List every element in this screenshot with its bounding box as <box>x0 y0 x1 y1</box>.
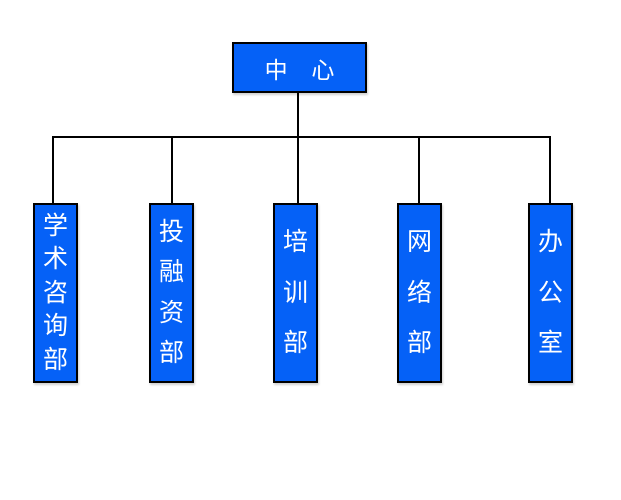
connector-drop-network <box>418 136 420 203</box>
org-node-network: 网络部 <box>397 203 442 383</box>
connector-drop-training <box>297 136 299 203</box>
connector-drop-investment-financing <box>171 136 173 203</box>
org-node-training: 培训部 <box>273 203 318 383</box>
org-node-office: 办公室 <box>528 203 573 383</box>
org-node-center: 中 心 <box>232 42 367 93</box>
connector-stem <box>297 93 299 136</box>
org-node-academic-consulting: 学术咨询部 <box>33 203 78 383</box>
org-node-investment-financing: 投融资部 <box>149 203 194 383</box>
connector-drop-academic-consulting <box>52 136 54 203</box>
connector-drop-office <box>549 136 551 203</box>
org-node-center-label: 中 心 <box>264 57 335 83</box>
connector-horizontal <box>52 136 551 138</box>
